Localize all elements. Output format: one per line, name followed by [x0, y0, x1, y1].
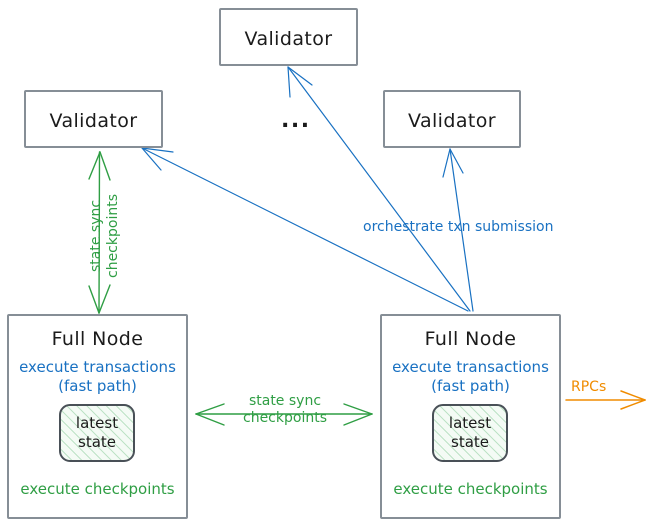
edge-label-state-sync-horizontal-line2: checkpoints — [243, 410, 327, 426]
state-box-right-line2: state — [451, 433, 489, 451]
edge-label-orchestrate-txn-submission: orchestrate txn submission — [363, 219, 554, 235]
fullnode-right-green-line: execute checkpoints — [393, 480, 548, 498]
node-fullnode-left[interactable]: Full Node execute transactions (fast pat… — [7, 314, 188, 519]
state-box-left-line2: state — [78, 433, 116, 451]
node-validator-top[interactable]: Validator — [219, 8, 358, 66]
fullnode-left-title: Full Node — [51, 328, 144, 350]
edge-label-rpcs: RPCs — [571, 379, 607, 395]
edge-label-state-sync-vertical-line2: checkpoints — [105, 194, 121, 278]
state-box-left[interactable]: latest state — [59, 404, 135, 462]
node-fullnode-right[interactable]: Full Node execute transactions (fast pat… — [380, 314, 561, 519]
state-box-right[interactable]: latest state — [432, 404, 508, 462]
state-box-right-line1: latest — [448, 414, 492, 432]
validator-left-label: Validator — [49, 110, 138, 132]
node-validator-left[interactable]: Validator — [24, 90, 163, 148]
fullnode-left-blue-line2: (fast path) — [58, 377, 137, 395]
validator-top-label: Validator — [244, 28, 333, 50]
edge-label-state-sync-horizontal: state sync checkpoints — [225, 393, 345, 427]
edge-label-state-sync-horizontal-line1: state sync — [248, 393, 322, 409]
node-validator-right[interactable]: Validator — [383, 90, 521, 148]
fullnode-right-title: Full Node — [424, 328, 517, 350]
ellipsis-more-validators: ... — [281, 108, 311, 133]
validator-right-label: Validator — [408, 110, 496, 132]
state-box-left-line1: latest — [75, 414, 119, 432]
fullnode-left-blue-line1: execute transactions — [19, 358, 176, 376]
edge-label-state-sync-vertical-line1: state sync — [88, 199, 104, 272]
fullnode-right-blue-line1: execute transactions — [392, 358, 549, 376]
fullnode-right-blue-line2: (fast path) — [431, 377, 510, 395]
fullnode-left-green-line: execute checkpoints — [20, 480, 175, 498]
